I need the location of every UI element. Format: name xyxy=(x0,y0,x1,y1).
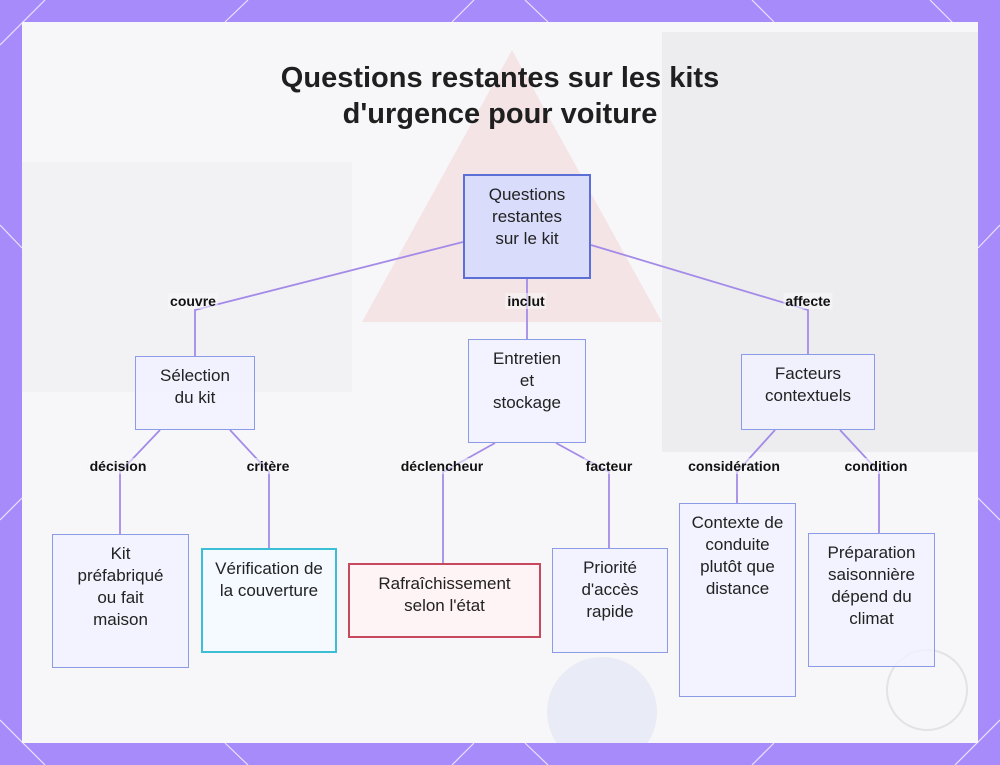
node-priorite-acces-label: Priorité d'accès rapide xyxy=(581,558,639,621)
node-facteurs-contextuels-label: Facteurs contextuels xyxy=(765,364,851,405)
node-selection-kit-label: Sélection du kit xyxy=(160,366,230,407)
node-kit-prefabrique-label: Kit préfabriqué ou fait maison xyxy=(77,544,164,629)
node-kit-prefabrique: Kit préfabriqué ou fait maison xyxy=(52,534,189,668)
edge-label-affecte: affecte xyxy=(783,293,833,309)
connector-facteurs-preparation xyxy=(839,429,880,533)
node-facteurs-contextuels: Facteurs contextuels xyxy=(741,354,875,430)
node-selection-kit: Sélection du kit xyxy=(135,356,255,430)
edge-label-consideration: considération xyxy=(686,458,782,474)
connector-selection-verification xyxy=(229,429,270,548)
edge-label-declencheur: déclencheur xyxy=(398,458,486,474)
node-contexte-conduite: Contexte de conduite plutôt que distance xyxy=(679,503,796,697)
node-rafraichissement-label: Rafraîchissement selon l'état xyxy=(378,574,511,615)
node-preparation-saisonniere: Préparation saisonnière dépend du climat xyxy=(808,533,935,667)
edge-label-facteur: facteur xyxy=(583,458,635,474)
node-contexte-conduite-label: Contexte de conduite plutôt que distance xyxy=(691,513,784,598)
node-priorite-acces: Priorité d'accès rapide xyxy=(552,548,668,653)
node-verification-couverture: Vérification de la couverture xyxy=(201,548,337,653)
node-entretien-stockage: Entretien et stockage xyxy=(468,339,586,443)
root-node: Questions restantes sur le kit xyxy=(463,174,591,279)
title-line-2: d'urgence pour voiture xyxy=(342,98,658,130)
title-line-1: Questions restantes sur les kits xyxy=(280,62,720,94)
root-node-label: Questions restantes sur le kit xyxy=(488,185,566,248)
edge-label-couvre: couvre xyxy=(168,293,218,309)
connector-root-selection xyxy=(194,241,464,356)
diagram-title: Questions restantes sur les kits d'urgen… xyxy=(22,60,978,132)
node-entretien-stockage-label: Entretien et stockage xyxy=(492,349,562,412)
node-verification-couverture-label: Vérification de la couverture xyxy=(215,559,323,600)
connector-root-facteurs xyxy=(590,244,809,354)
node-rafraichissement: Rafraîchissement selon l'état xyxy=(348,563,541,638)
edge-label-critere: critère xyxy=(244,458,292,474)
connector-selection-kit xyxy=(119,429,161,534)
edge-label-inclut: inclut xyxy=(505,293,547,309)
node-preparation-saisonniere-label: Préparation saisonnière dépend du climat xyxy=(827,543,916,628)
edge-label-condition: condition xyxy=(842,458,910,474)
edge-label-decision: décision xyxy=(87,458,149,474)
